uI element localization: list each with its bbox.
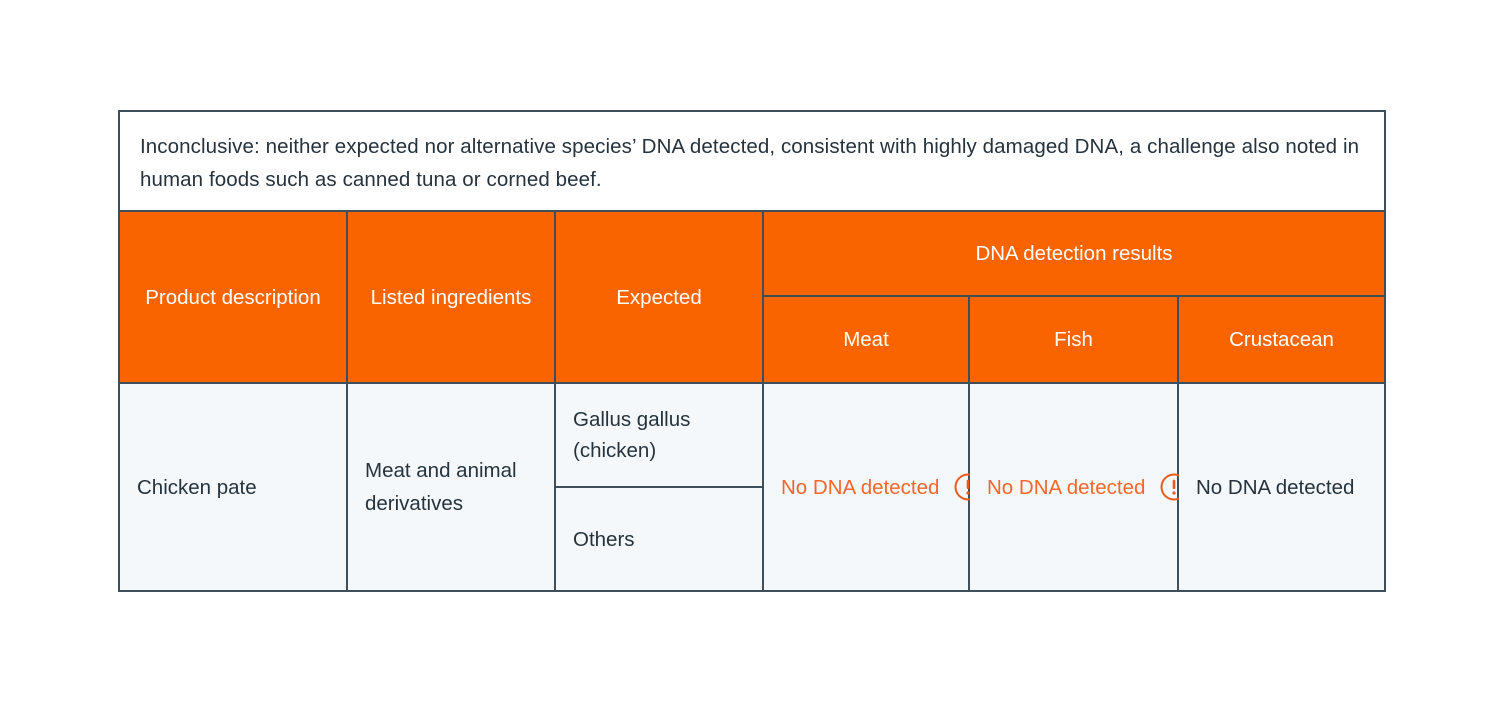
header-listed-ingredients: Listed ingredients: [348, 212, 556, 382]
header-dna-subcolumns: Meat Fish Crustacean: [764, 297, 1384, 382]
cell-product-description: Chicken pate: [120, 384, 348, 590]
table-caption-text: Inconclusive: neither expected nor alter…: [140, 135, 1360, 191]
header-expected: Expected: [556, 212, 764, 382]
cell-crustacean-result: No DNA detected: [1179, 384, 1384, 590]
dna-results-table: Inconclusive: neither expected nor alter…: [118, 110, 1386, 592]
table-caption-row: Inconclusive: neither expected nor alter…: [120, 112, 1384, 212]
table-row: Chicken pate Meat and animal derivatives…: [120, 384, 1384, 590]
cell-fish-result: No DNA detected: [970, 384, 1188, 590]
fish-result-label: No DNA detected: [987, 475, 1146, 499]
header-meat: Meat: [764, 297, 970, 382]
header-product-description: Product description: [120, 212, 348, 382]
cell-listed-ingredients: Meat and animal derivatives: [348, 384, 556, 590]
header-dna-detection-group: DNA detection results Meat Fish Crustace…: [764, 212, 1384, 382]
cell-meat-result: No DNA detected: [764, 384, 982, 590]
header-dna-detection-results: DNA detection results: [764, 212, 1384, 297]
header-crustacean: Crustacean: [1179, 297, 1384, 382]
header-fish: Fish: [970, 297, 1179, 382]
cell-expected-stack: Gallus gallus (chicken) Others: [556, 384, 764, 590]
cell-expected-primary: Gallus gallus (chicken): [556, 384, 762, 488]
meat-result-label: No DNA detected: [781, 475, 940, 499]
table-header: Product description Listed ingredients E…: [120, 212, 1384, 384]
cell-expected-secondary: Others: [573, 527, 635, 551]
